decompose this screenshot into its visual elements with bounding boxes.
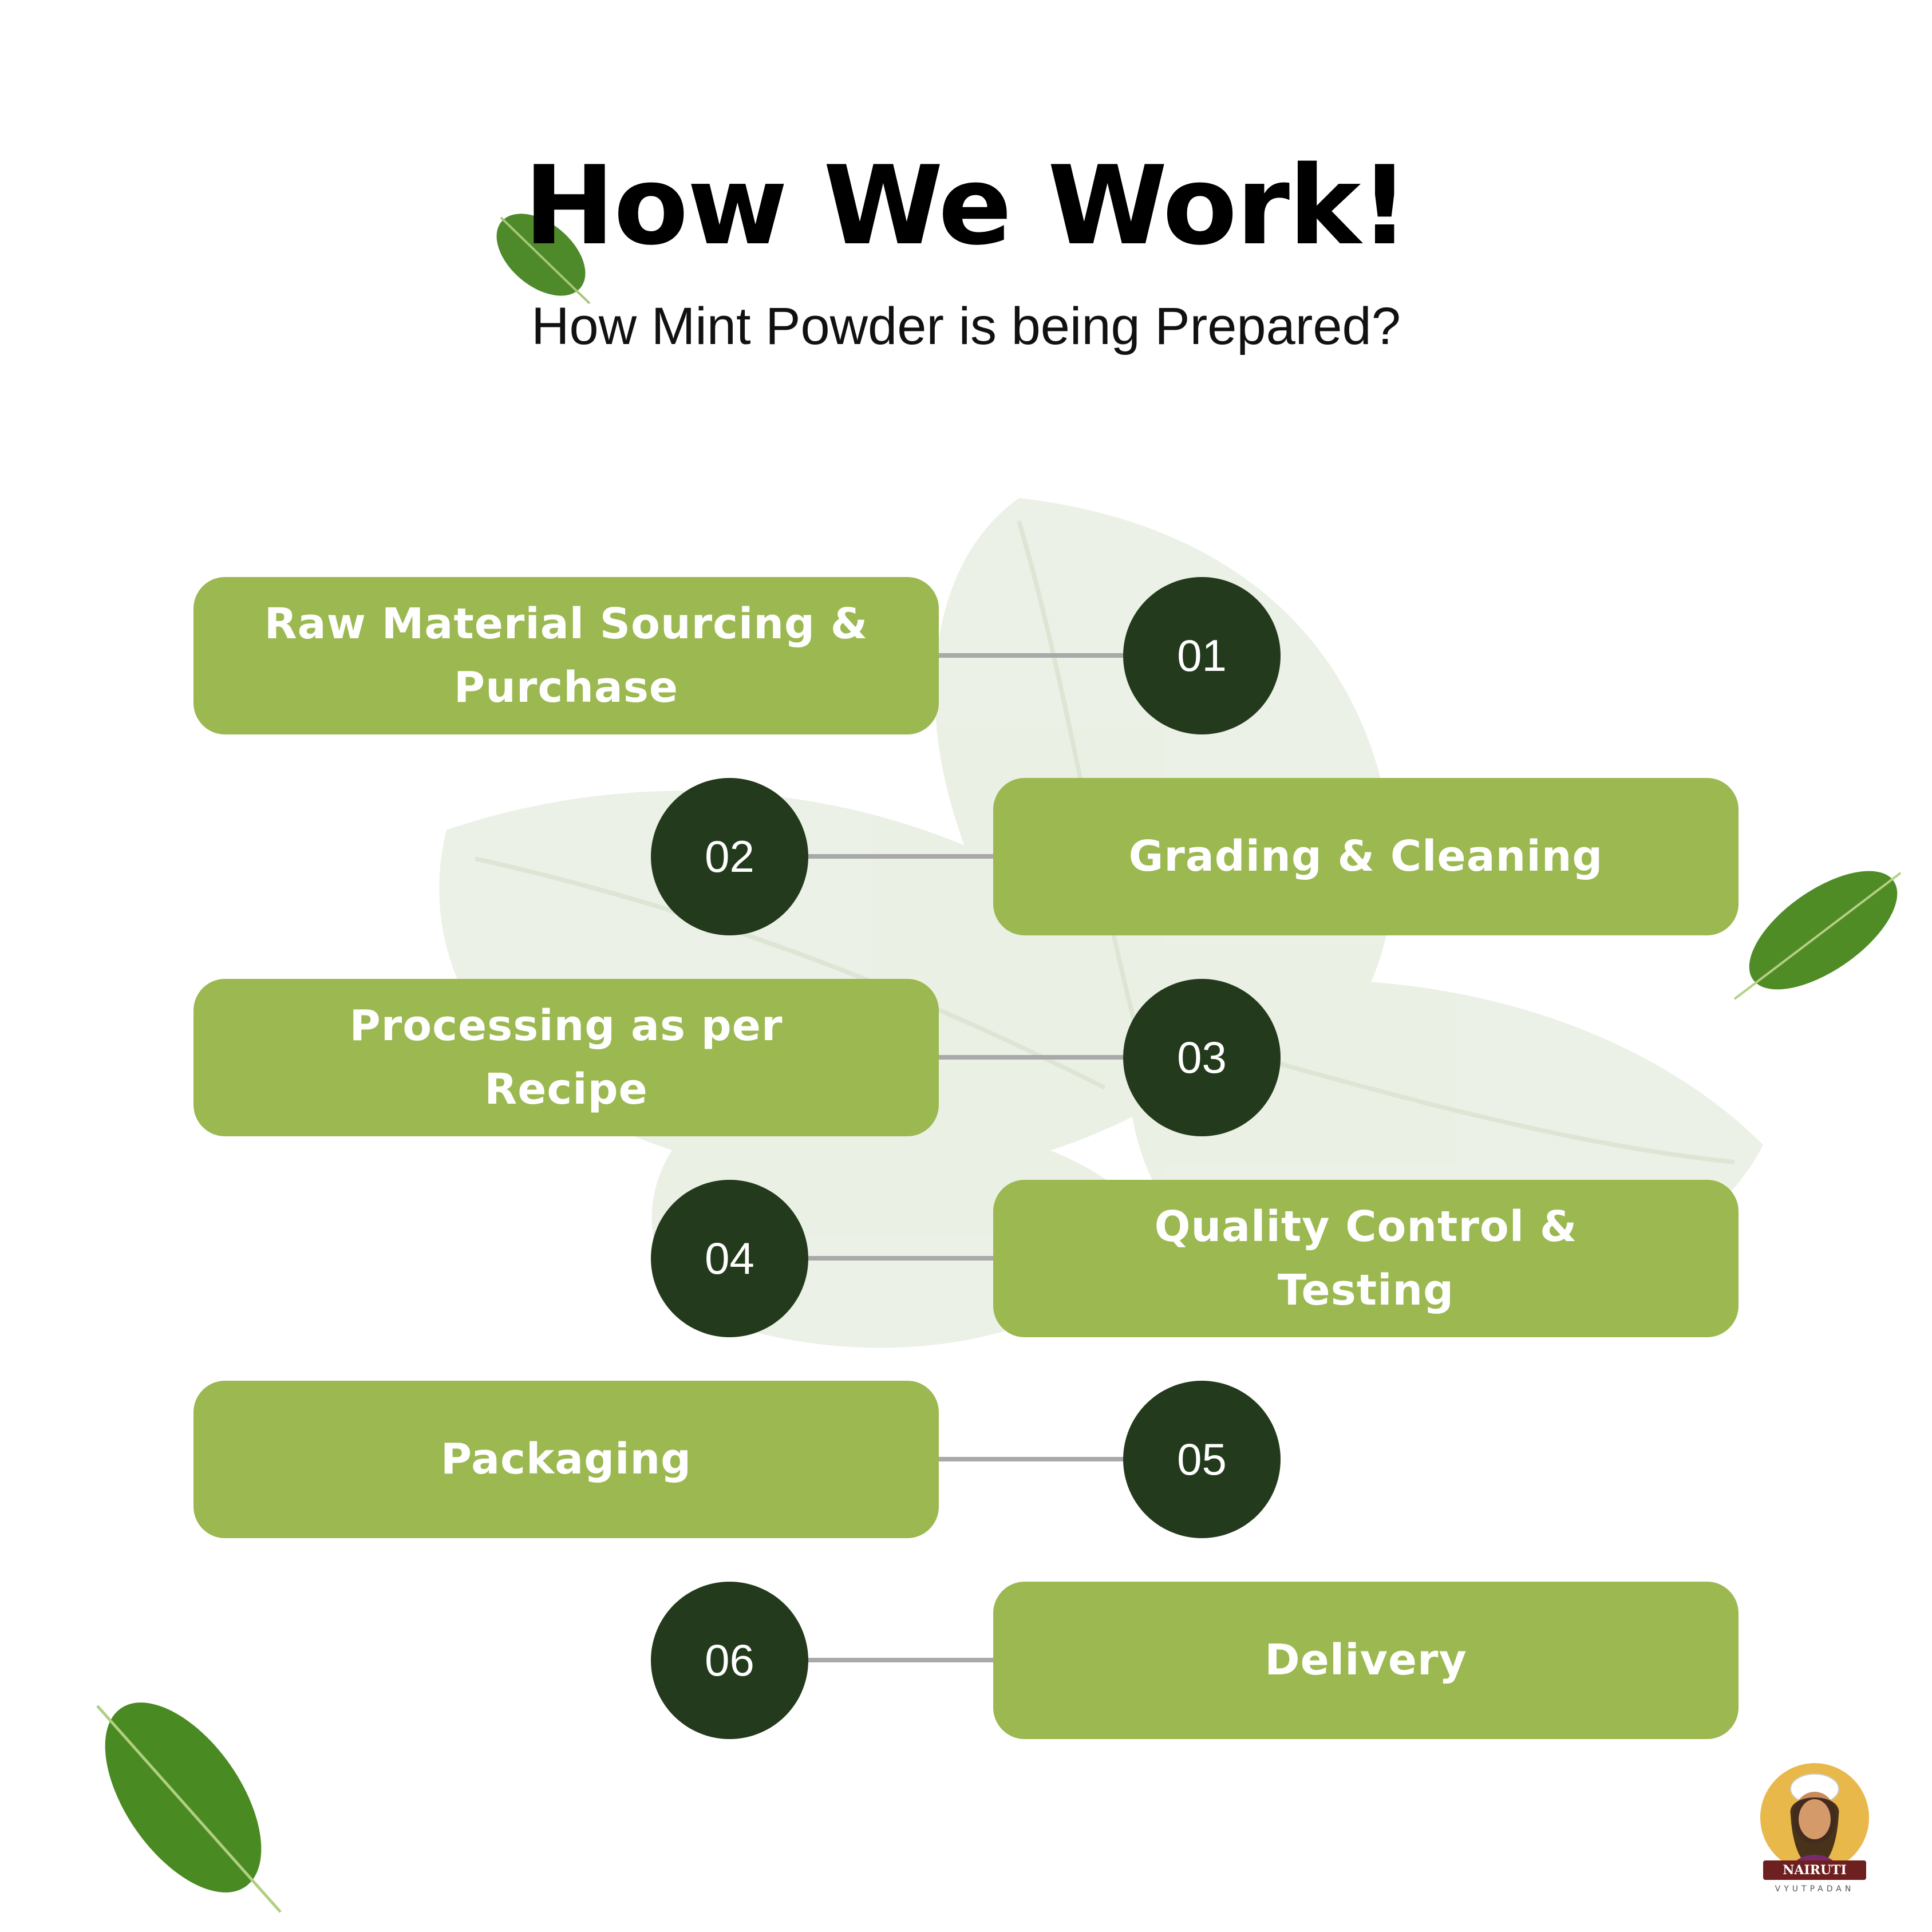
- page-subtitle: How Mint Powder is being Prepared?: [531, 297, 1401, 355]
- step-box: Raw Material Sourcing & Purchase: [193, 577, 939, 734]
- connector-line: [939, 1457, 1125, 1461]
- logo-tagline: VYUTPADAN: [1775, 1884, 1855, 1894]
- leaf-icon: [496, 214, 591, 305]
- leaf-icon: [96, 1702, 282, 1913]
- step-number: 06: [651, 1582, 808, 1739]
- logo-name: NAIRUTI: [1783, 1863, 1847, 1878]
- connector-line: [939, 653, 1125, 658]
- step-box: Quality Control & Testing: [993, 1180, 1739, 1337]
- leaf-icon: [1733, 871, 1902, 1000]
- step-box: Delivery: [993, 1582, 1739, 1739]
- connector-line: [808, 1658, 994, 1662]
- connector-line: [808, 854, 994, 859]
- brand-logo: NAIRUTI VYUTPADAN: [1760, 1763, 1869, 1894]
- step-number: 02: [651, 778, 808, 935]
- connector-line: [808, 1256, 994, 1261]
- step-number: 04: [651, 1180, 808, 1337]
- step-box: Processing as per Recipe: [193, 979, 939, 1136]
- step-number: 01: [1123, 577, 1281, 734]
- step-number: 05: [1123, 1381, 1281, 1538]
- page-title: How We Work!: [523, 143, 1409, 269]
- step-box: Packaging: [193, 1381, 939, 1538]
- step-number: 03: [1123, 979, 1281, 1136]
- step-box: Grading & Cleaning: [993, 778, 1739, 935]
- connector-line: [939, 1055, 1125, 1060]
